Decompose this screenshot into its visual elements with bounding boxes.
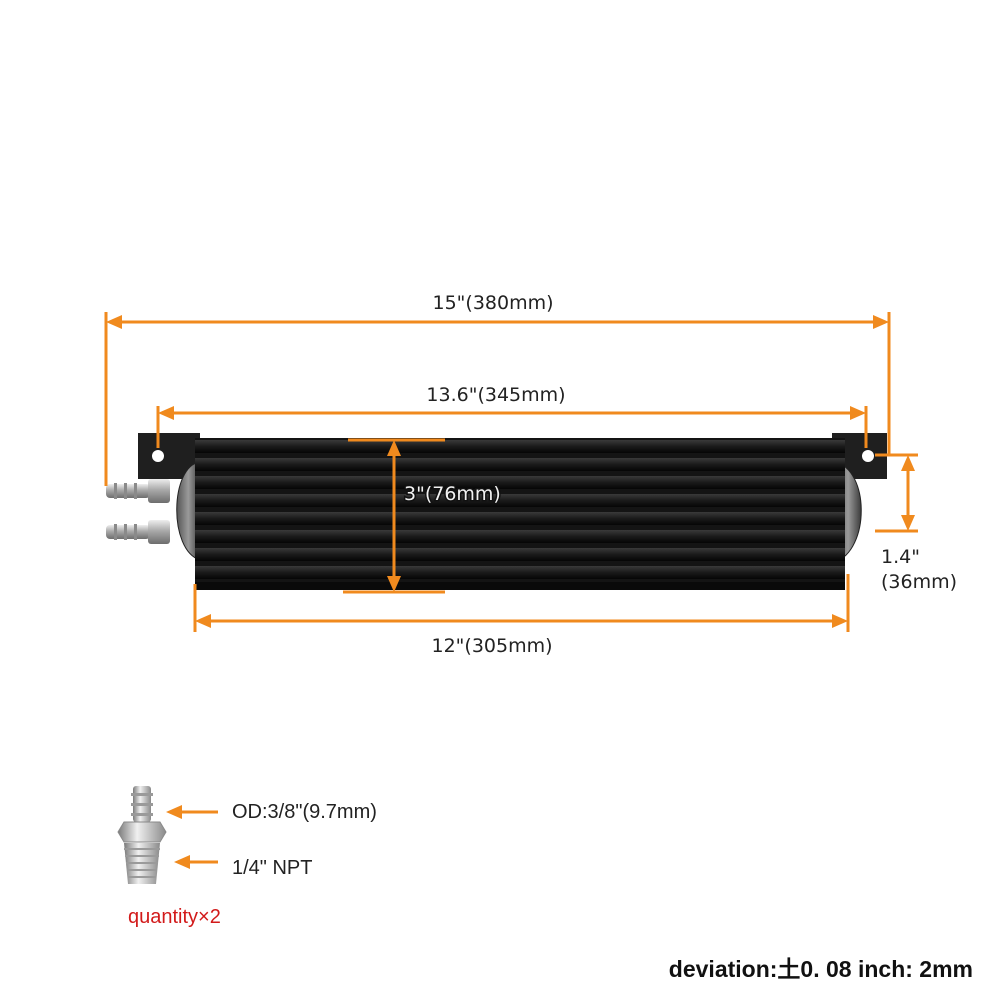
dimension-lines [104,312,918,632]
label-mount-spacing: 13.6"(345mm) [426,384,565,406]
dimension-port-spacing [875,453,918,533]
cooling-fins [195,440,845,590]
fitting-quantity-label: quantity×2 [128,906,221,928]
fitting-pointer-arrows [166,805,218,869]
label-core-length: 12"(305mm) [431,635,552,657]
mounting-bracket-left [138,433,200,479]
dimension-mount-spacing [156,406,868,448]
deviation-note: deviation:土0. 08 inch: 2mm [669,956,973,982]
label-core-height: 3"(76mm) [404,483,501,505]
label-port-spacing-inch: 1.4" [881,546,920,568]
hose-barb-fitting-upper [106,479,170,503]
label-port-spacing-mm: (36mm) [881,571,957,593]
dimension-core-height [343,438,445,594]
dimension-overall-length [104,312,891,486]
label-overall-length: 15"(380mm) [432,292,553,314]
fitting-thread-label: 1/4" NPT [232,857,312,879]
dimension-core-length [193,574,850,632]
hose-barb-fitting-lower [106,520,170,544]
fitting-od-label: OD:3/8"(9.7mm) [232,801,377,823]
oil-cooler-image [106,433,887,590]
hose-barb-fitting-detail [117,786,167,884]
